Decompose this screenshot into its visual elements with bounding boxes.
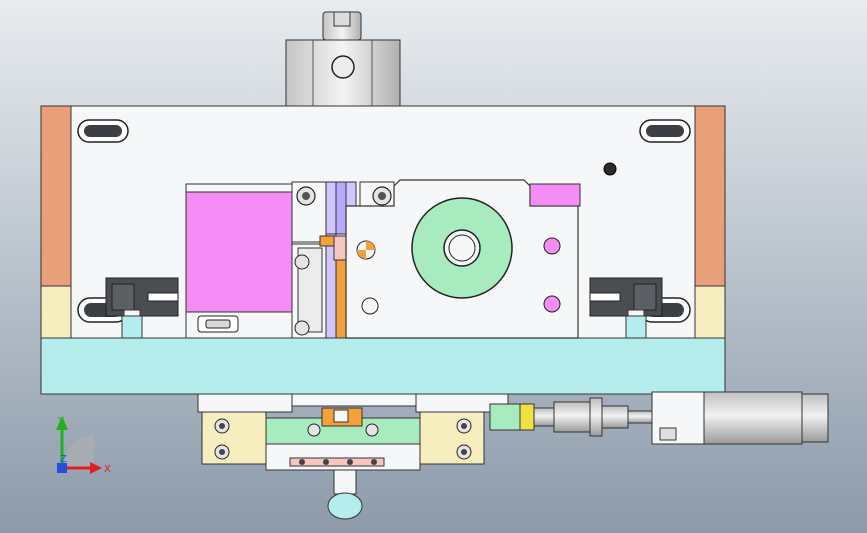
coordinate-triad: Y X Z (56, 416, 111, 475)
left-cyan-pin (121, 315, 143, 339)
x-axis-arrow (90, 462, 102, 474)
screw-icon (365, 423, 379, 437)
y-axis-arrow (56, 416, 68, 430)
right-cyan-pin (625, 315, 647, 339)
y-axis-label: Y (57, 416, 65, 427)
magenta-corner (529, 183, 581, 207)
right-clamp[interactable] (589, 277, 663, 339)
lower-fixture[interactable] (197, 393, 509, 520)
cylinder-cap-notch (333, 11, 351, 27)
left-clamp[interactable] (105, 277, 179, 339)
right-cream-clamp (419, 411, 485, 465)
hole-icon (361, 297, 379, 315)
x-axis-label: X (104, 464, 111, 475)
magenta-hole-icon (543, 295, 561, 313)
side-cylinder[interactable] (489, 391, 829, 445)
right-cream-block (694, 285, 726, 339)
left-salmon-block (40, 105, 72, 287)
handle-knob[interactable] (327, 492, 363, 520)
screw-icon (294, 254, 310, 270)
rotor-plate[interactable] (345, 179, 581, 339)
hole-icon (603, 162, 617, 176)
cylinder-barrel (703, 391, 803, 445)
handle-stem (333, 469, 357, 495)
left-cream-block (40, 285, 72, 339)
magenta-block-left[interactable] (185, 183, 293, 339)
screw-icon (294, 320, 310, 336)
connector-yellow (519, 403, 535, 431)
port-icon (331, 55, 355, 79)
main-base-plate[interactable] (40, 105, 726, 395)
cylinder-end-cap (801, 393, 829, 443)
z-axis-marker (57, 463, 67, 473)
screw-icon (307, 423, 321, 437)
right-salmon-block (694, 105, 726, 287)
magenta-hole-icon (543, 237, 561, 255)
left-cream-clamp (201, 411, 267, 465)
z-axis-label: Z (60, 454, 67, 465)
cyan-base-bar (40, 337, 726, 395)
